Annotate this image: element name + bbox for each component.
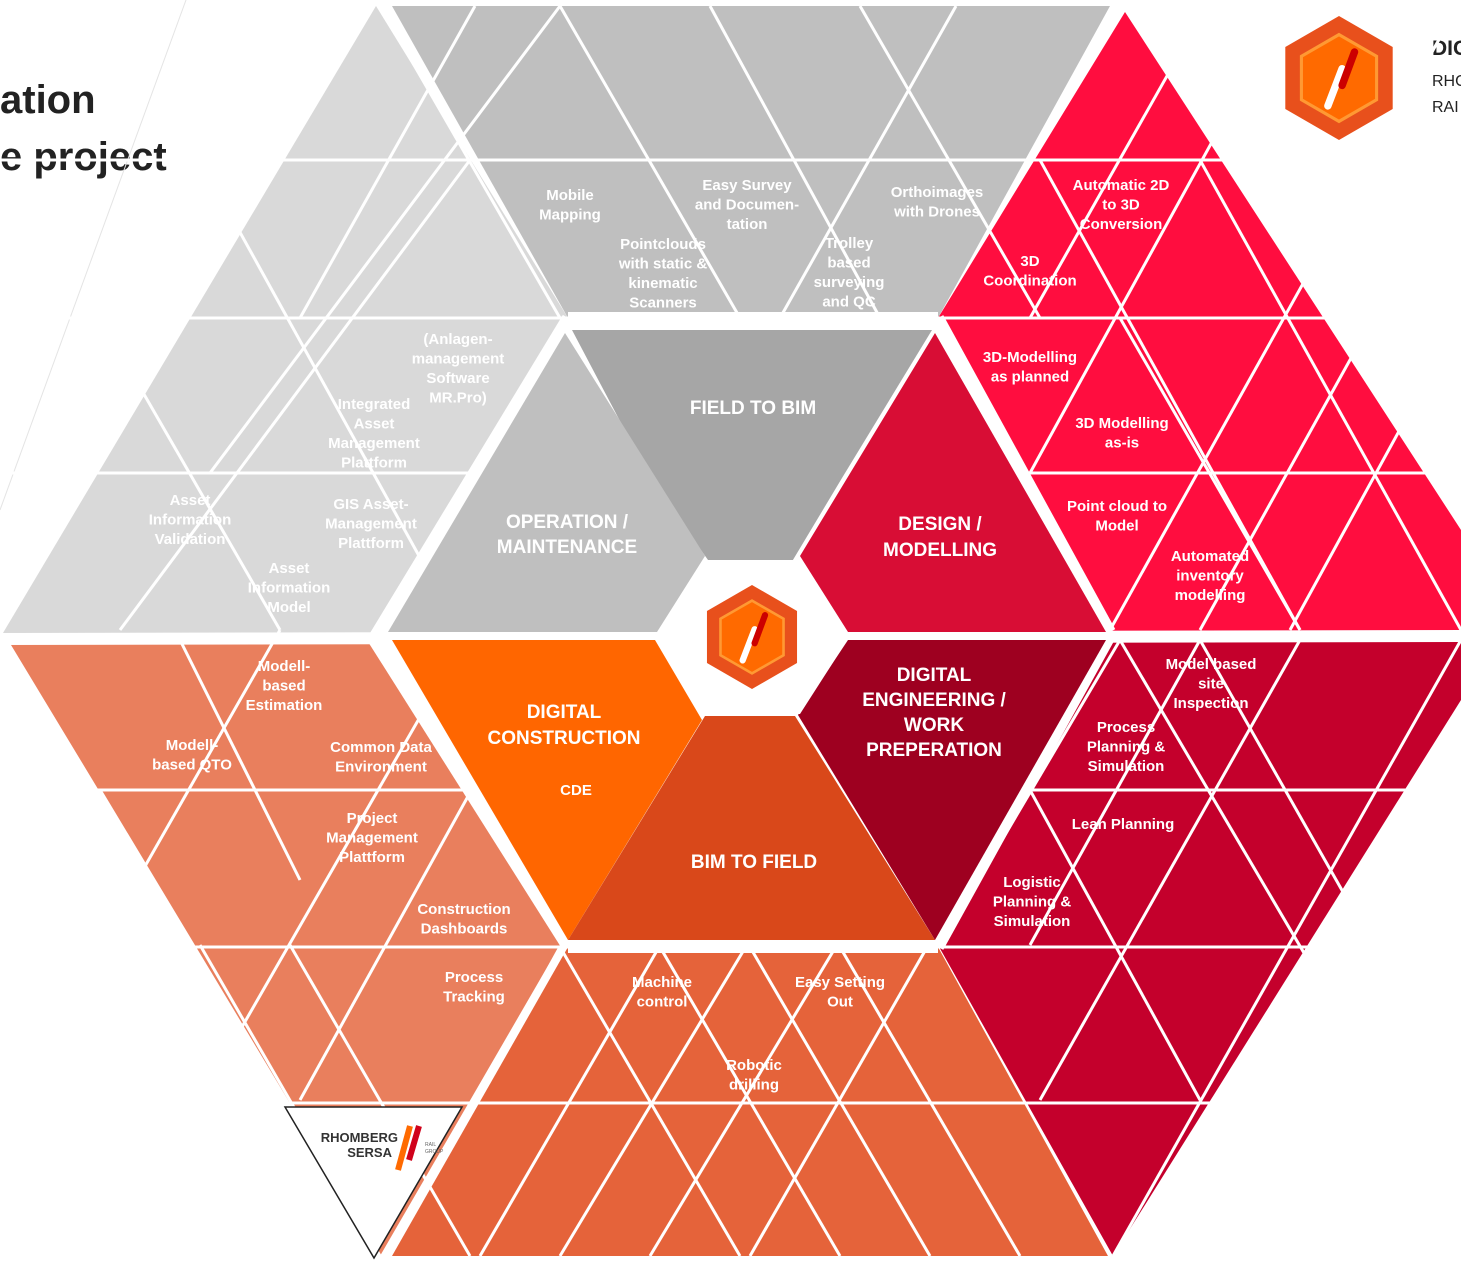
core-label-operation: OPERATION /MAINTENANCE (497, 512, 637, 558)
grid-line (658, 946, 842, 1257)
slash-icon (1324, 64, 1346, 110)
logo-triangle (283, 1106, 464, 1260)
sector-upper-right (938, 12, 1461, 632)
core-label-cde: CDE (560, 782, 592, 799)
slash-icon (406, 1125, 422, 1161)
grid-line (1118, 639, 1461, 1221)
grid-line (1198, 159, 1461, 631)
core-design (800, 333, 1106, 632)
grid-line (1028, 0, 1292, 474)
header-logo (1285, 16, 1393, 140)
sector-separator (368, 314, 574, 642)
grid-line (298, 5, 477, 319)
sector-separator (932, 315, 1116, 635)
tile-label-modell-qto: Modell-based QTO (152, 737, 232, 774)
slash-icon (739, 626, 758, 664)
grid-line (748, 946, 932, 1257)
core-bim-to-field (568, 716, 935, 940)
grid-line (208, 5, 562, 474)
grid-line (388, 946, 562, 1257)
grid-line (1028, 639, 1202, 946)
grid-line (198, 159, 462, 631)
grid-line (858, 5, 1042, 319)
grid-line (1028, 0, 1212, 319)
grid-line (1038, 159, 1302, 631)
sector-upper-left (0, 6, 568, 638)
slash-icon (1338, 48, 1359, 90)
core-label-field-to-bim: FIELD TO BIM (690, 398, 816, 419)
core-field-to-bim (572, 330, 932, 625)
slash-icon (395, 1125, 413, 1171)
core-operation (388, 333, 705, 632)
sector-top (392, 6, 1110, 318)
brand-subtitle-line-1: RHO (1432, 73, 1461, 90)
page-title-line-2: e project (0, 135, 167, 179)
grid-line (1198, 639, 1461, 1101)
center-logo (706, 585, 798, 689)
core-digital-engineering (798, 640, 1106, 940)
core-label-design: DESIGN /MODELLING (883, 514, 997, 561)
page-title-line-1: ation (0, 78, 96, 122)
grid-line (98, 317, 282, 631)
core-label-bim-to-field: BIM TO FIELD (691, 852, 817, 873)
grid-line (1111, 639, 1461, 1257)
grid-line (98, 629, 282, 946)
grid-line (118, 159, 472, 631)
grid-line (708, 5, 882, 319)
slash-icon (751, 612, 769, 647)
grid-line (1028, 789, 1202, 1101)
grid-line (838, 946, 1022, 1257)
tile-label-lean-planning: Lean Planning (1072, 816, 1175, 833)
brand-title: DIG (1432, 37, 1461, 60)
grid-line (558, 946, 742, 1257)
sector-separator (932, 633, 1116, 950)
divider-line (0, 0, 187, 511)
grid-line (1118, 317, 1302, 631)
grid-line (288, 944, 472, 1257)
sector-separator (368, 636, 574, 951)
grid-line (1038, 639, 1302, 1101)
brand-subtitle-line-2: RAI (1432, 99, 1459, 116)
grid-line (378, 5, 562, 319)
grid-line (178, 639, 302, 881)
core-digital-construction (392, 640, 702, 940)
grid-line (778, 5, 958, 319)
grid-line (558, 5, 742, 319)
